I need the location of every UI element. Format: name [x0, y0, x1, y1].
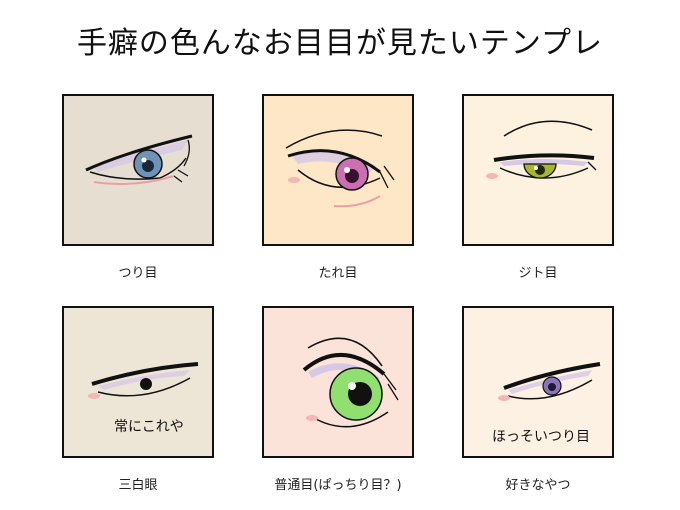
handwritten-note: ほっそいつり目: [492, 429, 590, 445]
caption-sanpakugan: 三白眼: [118, 478, 158, 493]
panel-tareme: [262, 94, 414, 246]
caption-futsume: 普通目(ぱっちり目？): [274, 478, 402, 493]
panel-sukinayatsu: ほっそいつり目: [462, 306, 614, 458]
sanpakugan-eye-illustration: [64, 308, 212, 456]
jitome-eye-illustration: [464, 96, 612, 244]
panel-sanpakugan: 常にこれや: [62, 306, 214, 458]
panel-background: [64, 308, 212, 456]
tsurime-eye-illustration: [64, 96, 212, 244]
panel-jitome: [462, 94, 614, 246]
caption-jitome: ジト目: [518, 266, 558, 281]
handwritten-note: 常にこれや: [114, 419, 184, 435]
sukinayatsu-eye-illustration: [464, 308, 612, 456]
panel-tsurime: [62, 94, 214, 246]
caption-tareme: たれ目: [318, 266, 358, 281]
tareme-eye-illustration: [264, 96, 412, 244]
caption-tsurime: つり目: [118, 266, 158, 281]
caption-sukinayatsu: 好きなやつ: [505, 478, 571, 493]
futsume-eye-illustration: [264, 308, 412, 456]
panel-futsume: [262, 306, 414, 458]
page-title: 手癖の色んなお目目が見たいテンプレ: [76, 26, 604, 61]
